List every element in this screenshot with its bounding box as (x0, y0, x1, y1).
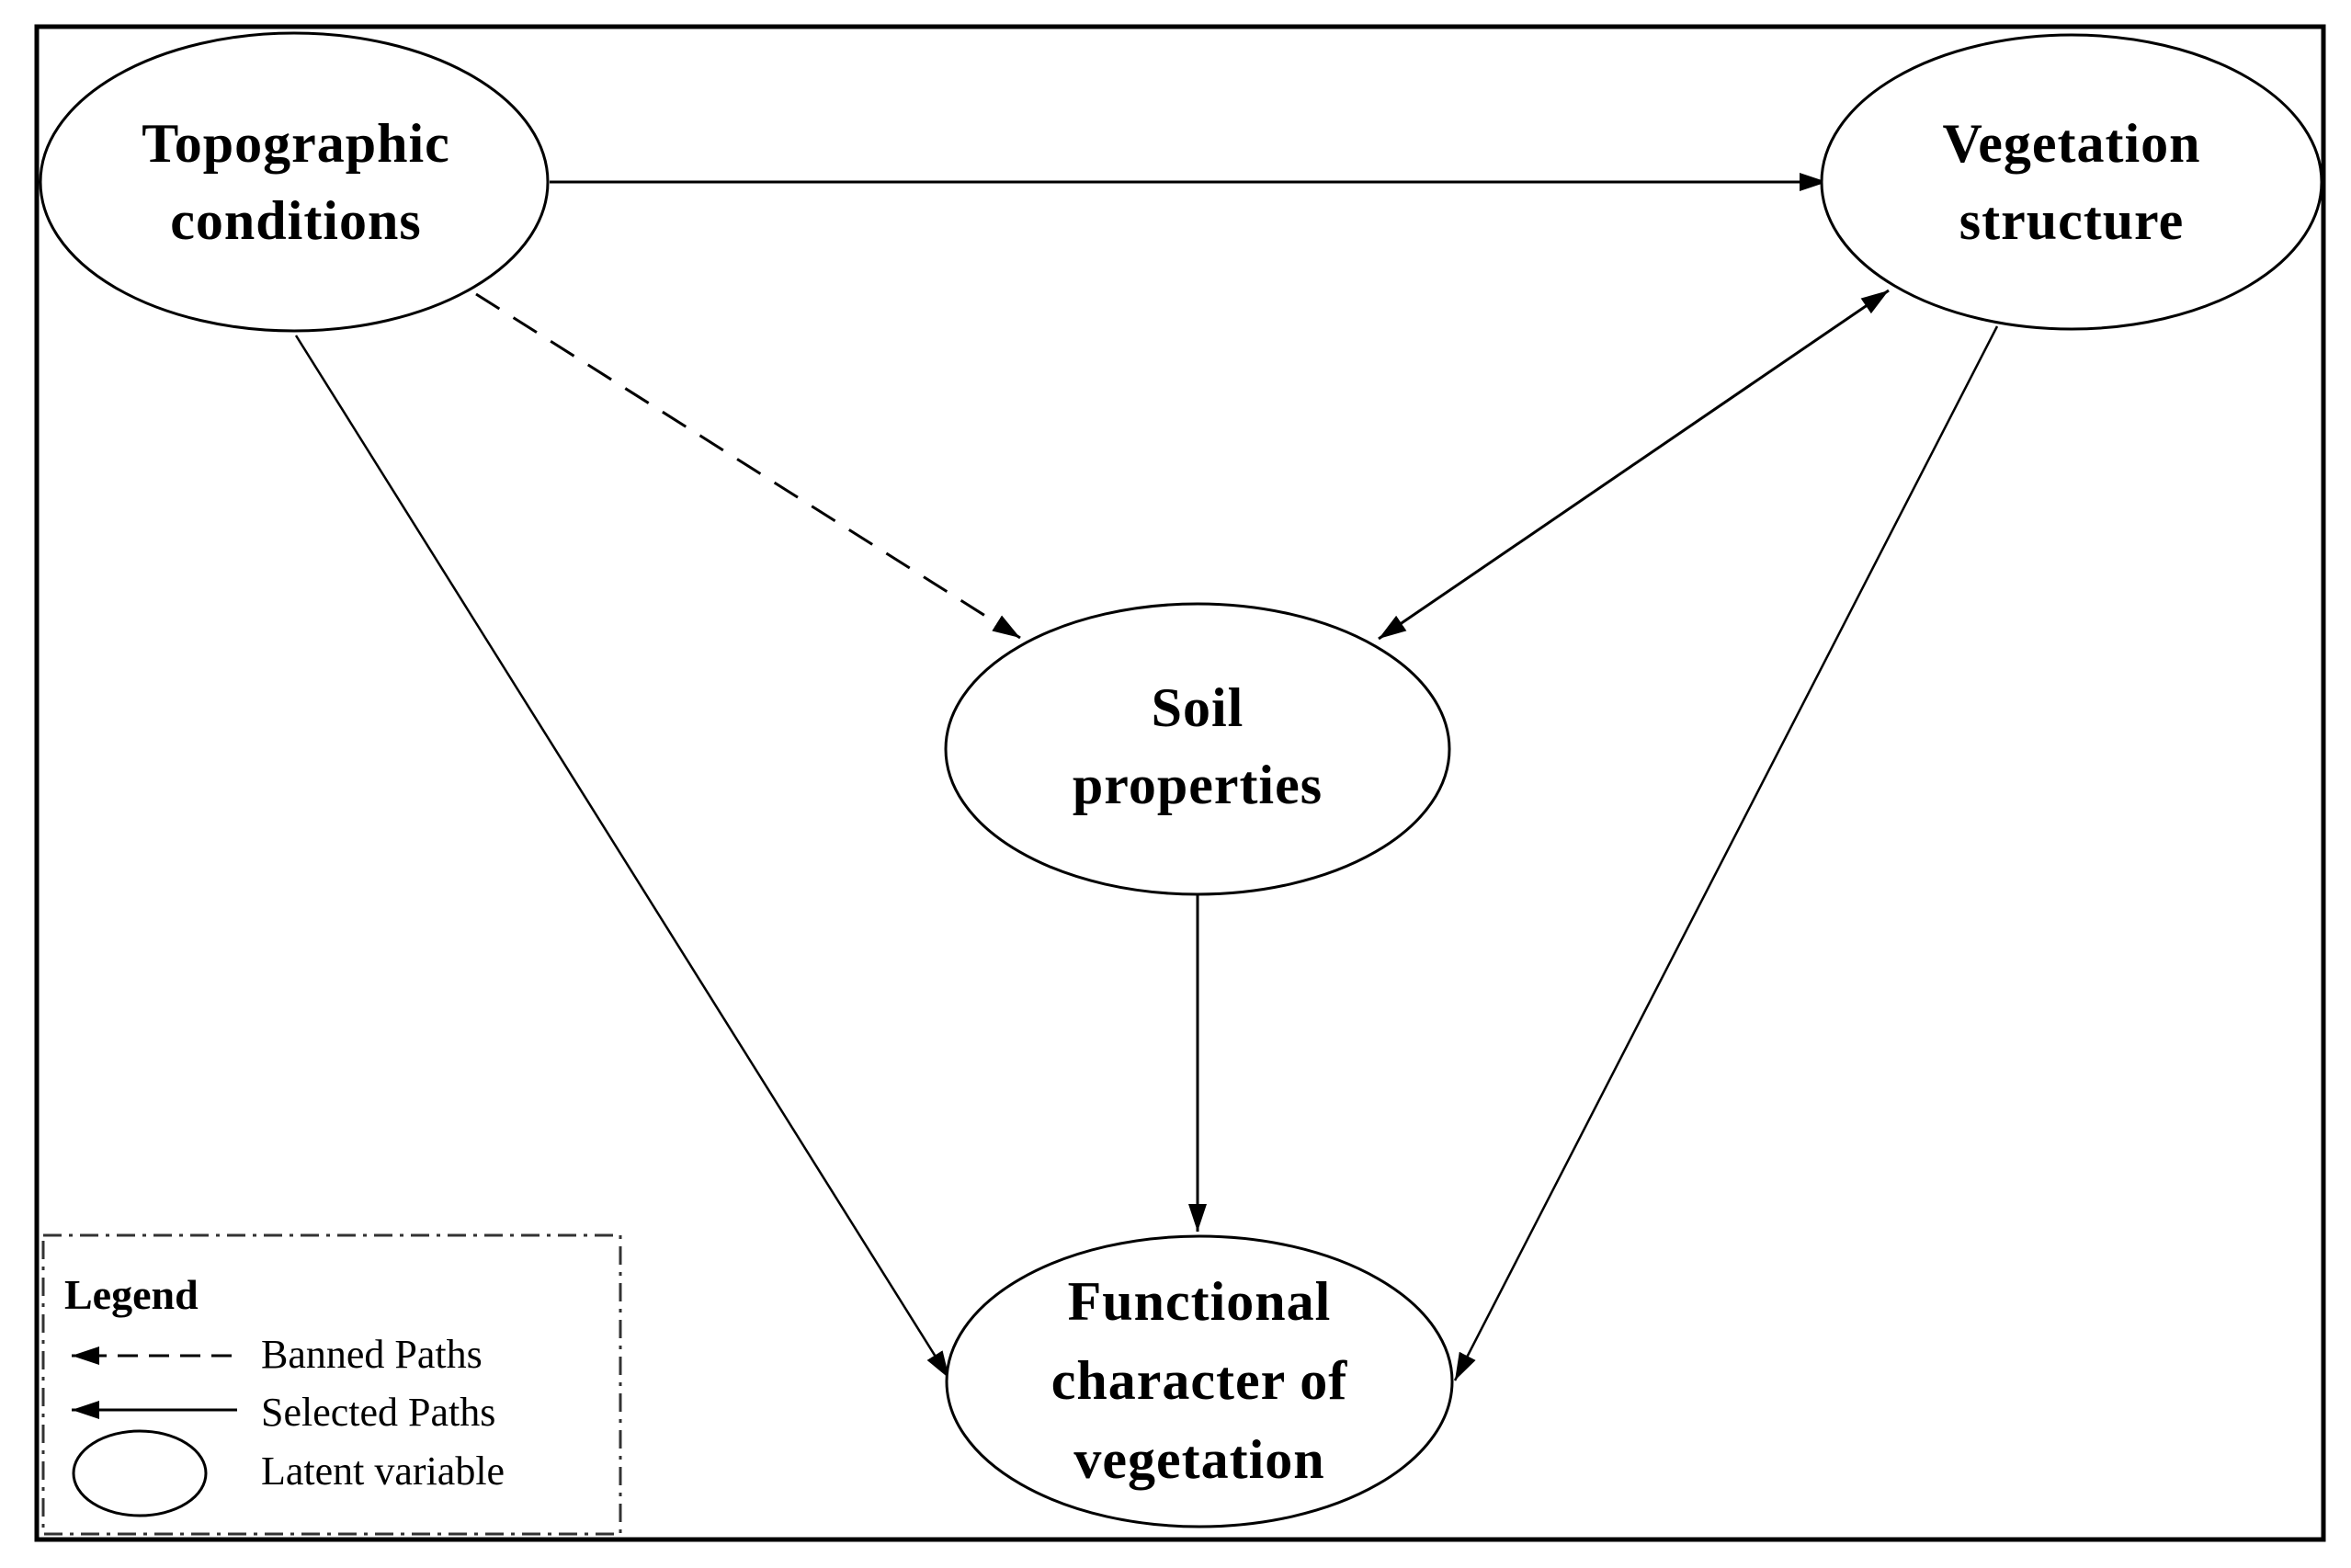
edge-topographic-to-soil-banned (475, 292, 1021, 640)
node-label-line: conditions (170, 190, 421, 251)
latent-ellipse (1820, 33, 2323, 331)
legend-title: Legend (64, 1271, 199, 1318)
node-label-line: character of (1051, 1350, 1347, 1411)
legend-latent-ellipse-sample (72, 1429, 208, 1517)
node-label-line: structure (1959, 190, 2185, 251)
edge-topographic-to-functional (294, 335, 951, 1380)
node-label-line: vegetation (1073, 1429, 1324, 1490)
legend-selected-label: Selected Paths (261, 1390, 495, 1435)
legend-banned-label: Banned Paths (261, 1332, 483, 1377)
edge-vegetation-soil-bidirectional (1378, 289, 1890, 641)
node-label-line: Functional (1068, 1271, 1332, 1332)
node-functional-character-of-vegetation: Functional character of vegetation (945, 1234, 1454, 1528)
outer-frame (34, 24, 2326, 1542)
node-label-line: Soil (1152, 677, 1244, 738)
node-soil-properties: Soil properties (944, 602, 1451, 896)
node-topographic-conditions: Topographic conditions (39, 31, 550, 333)
legend: Legend Banned Paths Selected Paths Laten… (41, 1233, 622, 1536)
node-label-line: Topographic (142, 113, 450, 174)
node-label-line: Vegetation (1942, 113, 2200, 174)
node-vegetation-structure: Vegetation structure (1820, 33, 2323, 331)
latent-ellipse (944, 602, 1451, 896)
edge-vegetation-to-functional (1453, 325, 1999, 1381)
latent-ellipse (945, 1234, 1454, 1528)
latent-ellipse (39, 31, 550, 333)
node-label-line: properties (1073, 755, 1323, 815)
legend-latent-label: Latent variable (261, 1449, 505, 1494)
